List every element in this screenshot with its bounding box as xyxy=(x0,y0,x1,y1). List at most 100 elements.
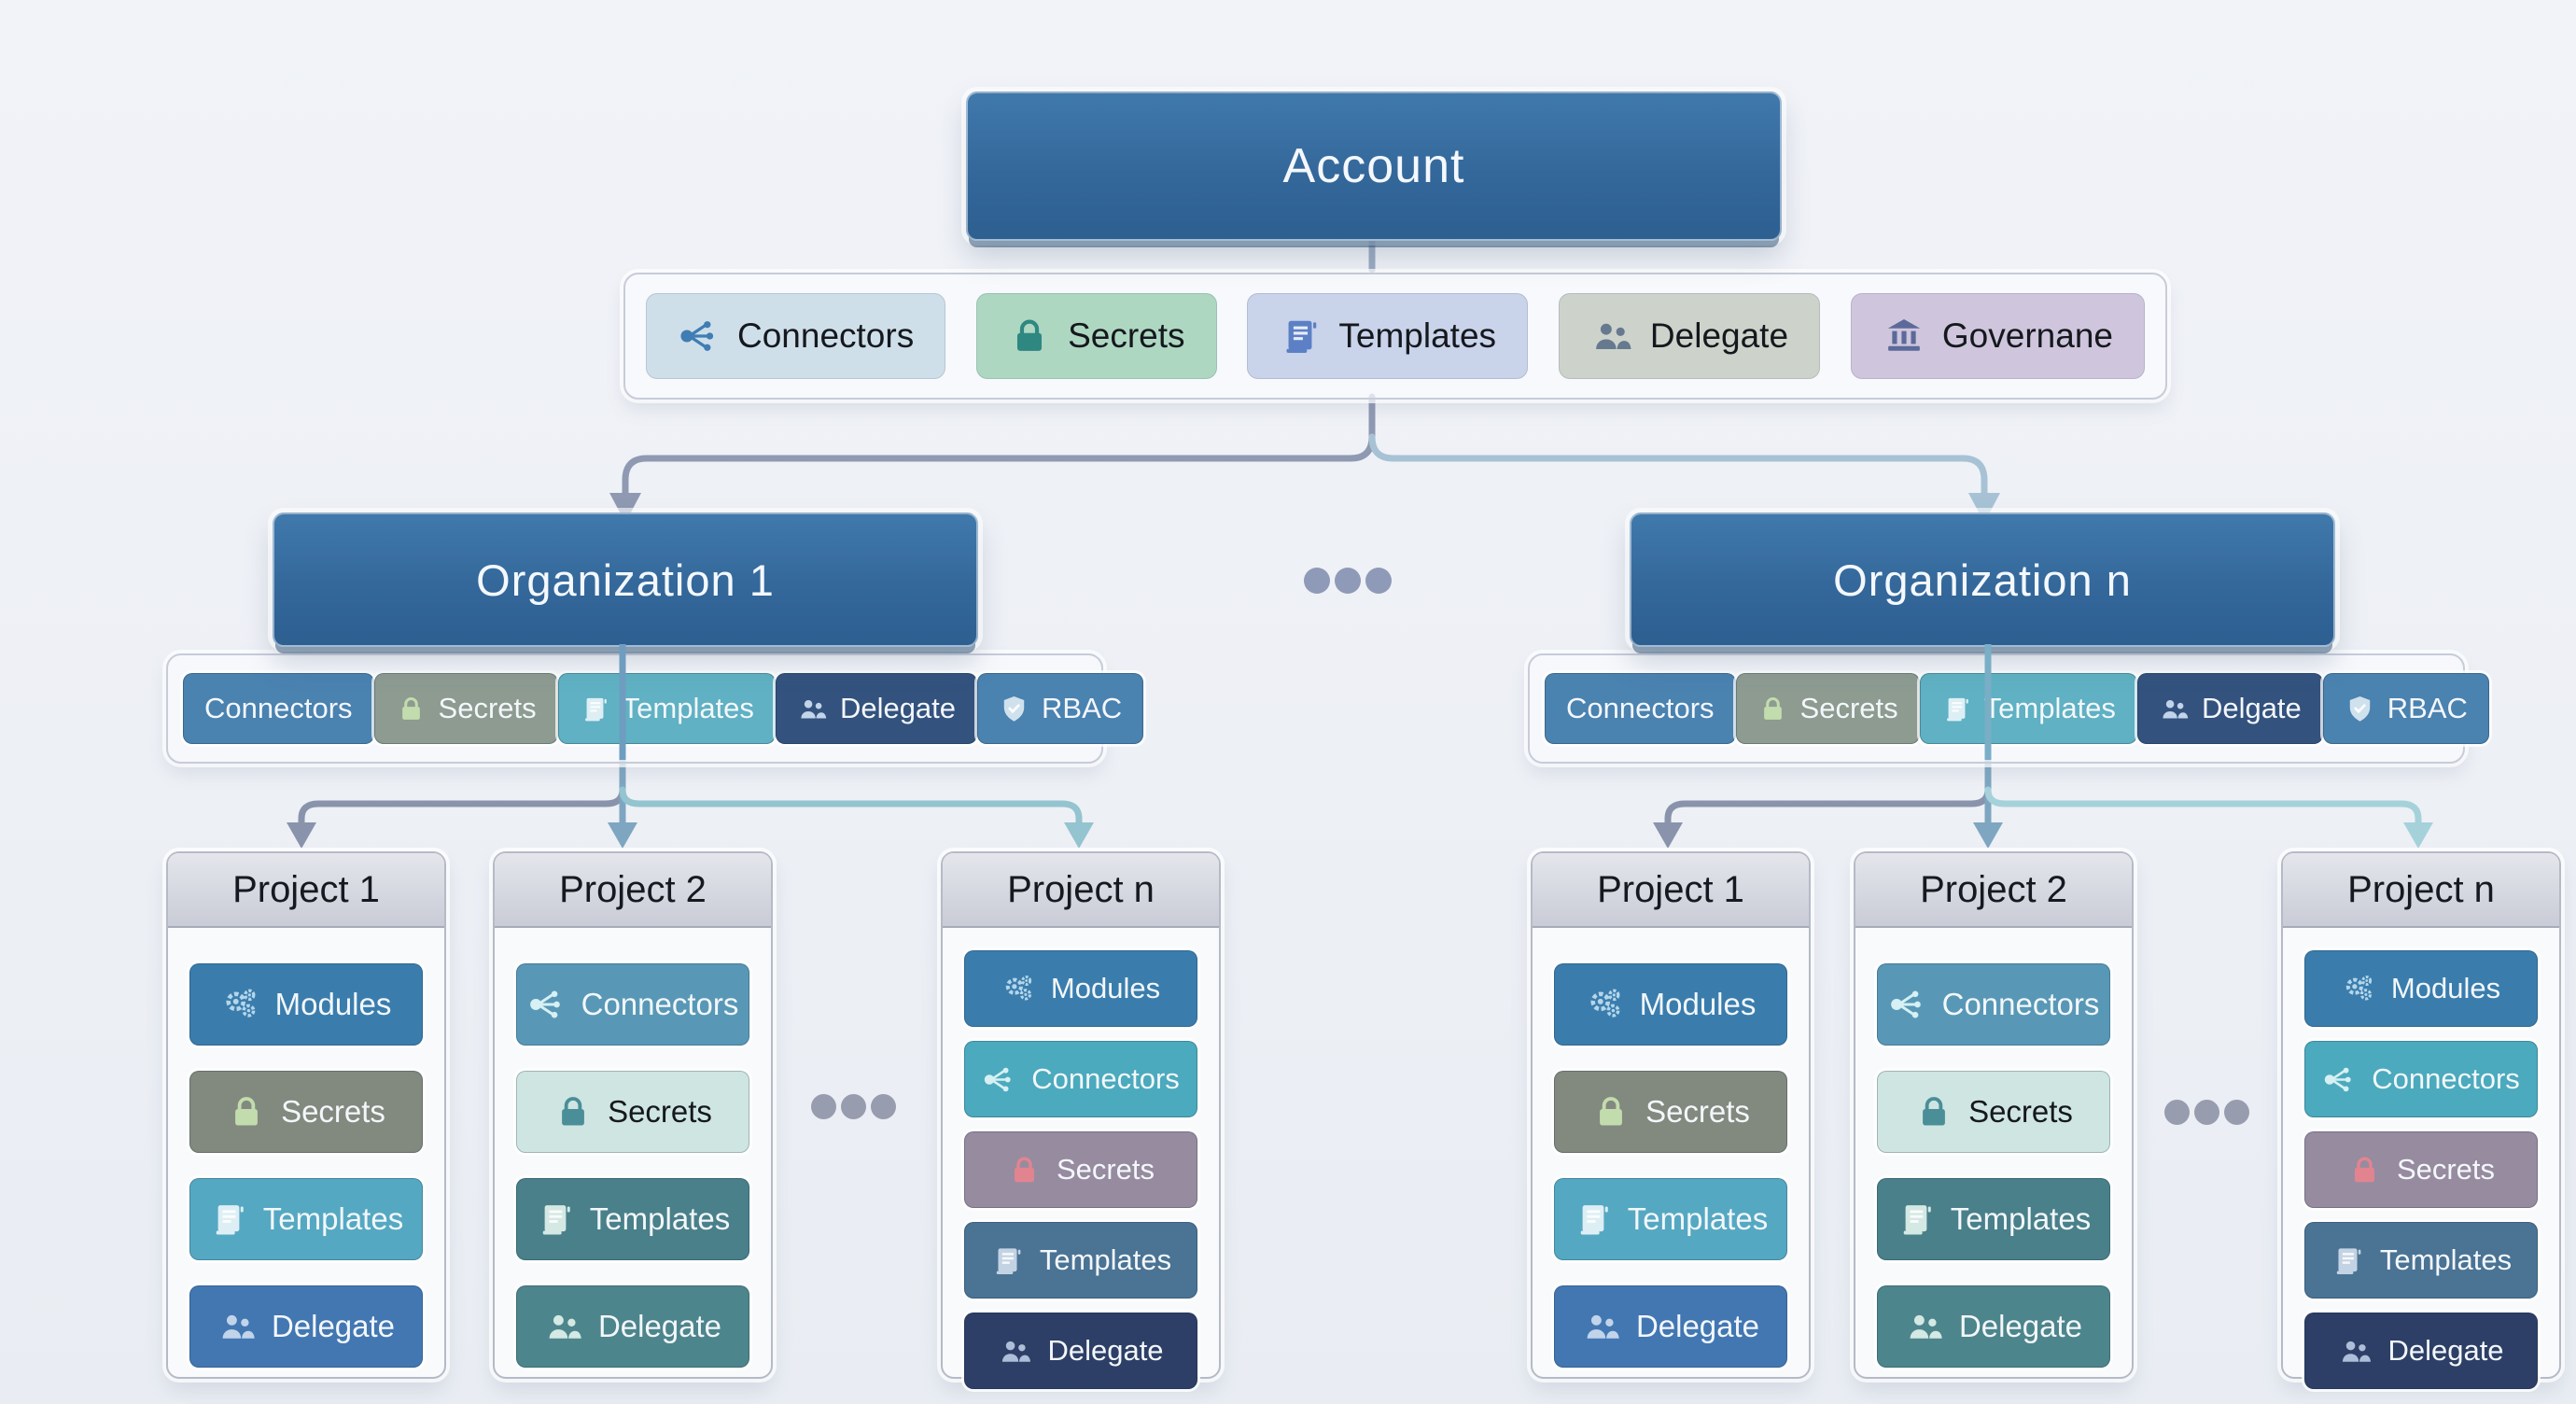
account-resources-row: Connectors Secrets Templates Delegate Go… xyxy=(623,273,2167,400)
item-label: Delegate xyxy=(2387,1334,2504,1367)
chip-label: RBAC xyxy=(2387,692,2468,724)
chip-label: Secrets xyxy=(1068,316,1185,355)
chip-connectors: Connectors xyxy=(646,293,946,379)
chip-label: Templates xyxy=(1338,316,1497,355)
project-item-delegate: Delegate xyxy=(189,1285,423,1368)
item-label: Delegate xyxy=(271,1309,396,1343)
project-title: Project 2 xyxy=(495,853,771,928)
project-card: Project n Modules Connectors Secrets Tem… xyxy=(941,851,1221,1389)
account-node: Account xyxy=(966,91,1782,241)
project-title: Project 2 xyxy=(1855,853,2132,928)
chip-delegate: Delegate xyxy=(1558,293,1821,379)
chip-label: Connectors xyxy=(204,692,353,724)
item-label: Delegate xyxy=(597,1309,722,1343)
project-title: Project n xyxy=(943,853,1219,928)
chip-delegate: Delgate xyxy=(2136,673,2323,744)
project-item-templates: Templates xyxy=(516,1178,749,1260)
project-item-connectors: Connectors xyxy=(1877,963,2110,1046)
item-label: Templates xyxy=(2379,1243,2513,1276)
project-card: Project n Modules Connectors Secrets Tem… xyxy=(2281,851,2561,1389)
chip-label: Templates xyxy=(1983,692,2116,724)
item-label: Connectors xyxy=(581,987,739,1021)
item-label: Delegate xyxy=(1635,1309,1760,1343)
chip-secrets: Secrets xyxy=(373,673,558,744)
project-item-modules: Modules xyxy=(189,963,423,1046)
project-card: Project 1 Modules Secrets Templates Dele… xyxy=(166,851,446,1379)
item-label: Secrets xyxy=(281,1094,385,1129)
project-item-templates: Templates xyxy=(964,1222,1197,1299)
organization-title: Organization n xyxy=(1833,555,2132,605)
item-label: Connectors xyxy=(2372,1062,2520,1095)
item-label: Modules xyxy=(274,987,392,1021)
item-label: Templates xyxy=(589,1201,731,1236)
project-item-connectors: Connectors xyxy=(516,963,749,1046)
chip-label: Connectors xyxy=(1566,692,1715,724)
project-title: Project n xyxy=(2283,853,2559,928)
chip-secrets: Secrets xyxy=(976,293,1217,379)
project-item-modules: Modules xyxy=(2304,950,2538,1027)
organization-n-node: Organization n xyxy=(1630,512,2335,647)
project-item-connectors: Connectors xyxy=(2304,1041,2538,1117)
project-item-delegate: Delegate xyxy=(2304,1313,2538,1389)
projects-ellipsis-icon xyxy=(2164,1100,2249,1125)
project-title: Project 1 xyxy=(168,853,444,928)
project-card: Project 1 Modules Secrets Templates Dele… xyxy=(1531,851,1811,1379)
chip-label: Templates xyxy=(622,692,754,724)
project-item-delegate: Delegate xyxy=(516,1285,749,1368)
organization-n-resources-row: Connectors Secrets Templates Delgate RBA… xyxy=(1528,653,2489,764)
chip-connectors: Connectors xyxy=(1545,673,1736,744)
account-title: Account xyxy=(1282,139,1465,193)
chip-label: Connectors xyxy=(737,316,915,355)
project-title: Project 1 xyxy=(1533,853,1809,928)
organizations-ellipsis-icon xyxy=(1304,568,1392,594)
item-label: Connectors xyxy=(1031,1062,1180,1095)
project-item-templates: Templates xyxy=(1877,1178,2110,1260)
chip-templates: Templates xyxy=(1919,673,2137,744)
chip-label: Governane xyxy=(1941,316,2113,355)
chip-connectors: Connectors xyxy=(183,673,374,744)
projects-ellipsis-icon xyxy=(811,1094,896,1119)
item-label: Secrets xyxy=(2396,1153,2496,1186)
item-label: Templates xyxy=(1950,1201,2092,1236)
chip-rbac: RBAC xyxy=(977,673,1144,744)
project-item-templates: Templates xyxy=(189,1178,423,1260)
project-item-connectors: Connectors xyxy=(964,1041,1197,1117)
organization-title: Organization 1 xyxy=(476,555,775,605)
item-label: Delegate xyxy=(1047,1334,1164,1367)
organization-1-node: Organization 1 xyxy=(273,512,978,647)
project-item-secrets: Secrets xyxy=(1877,1071,2110,1153)
chip-rbac: RBAC xyxy=(2322,673,2489,744)
chip-label: Delegate xyxy=(1649,316,1789,355)
project-item-secrets: Secrets xyxy=(964,1131,1197,1208)
project-item-modules: Modules xyxy=(1554,963,1787,1046)
chip-governance: Governane xyxy=(1850,293,2145,379)
item-label: Templates xyxy=(262,1201,404,1236)
item-label: Secrets xyxy=(1968,1094,2073,1129)
item-label: Modules xyxy=(2390,972,2501,1004)
chip-delegate: Delegate xyxy=(775,673,978,744)
item-label: Secrets xyxy=(1645,1094,1750,1129)
chip-label: Delegate xyxy=(839,692,957,724)
item-label: Modules xyxy=(1639,987,1757,1021)
project-item-secrets: Secrets xyxy=(189,1071,423,1153)
chip-templates: Templates xyxy=(557,673,776,744)
project-item-secrets: Secrets xyxy=(1554,1071,1787,1153)
project-item-secrets: Secrets xyxy=(516,1071,749,1153)
project-item-delegate: Delegate xyxy=(1554,1285,1787,1368)
project-item-templates: Templates xyxy=(1554,1178,1787,1260)
item-label: Templates xyxy=(1627,1201,1769,1236)
item-label: Delegate xyxy=(1958,1309,2083,1343)
chip-label: RBAC xyxy=(1042,692,1123,724)
chip-templates: Templates xyxy=(1247,293,1529,379)
project-card: Project 2 Connectors Secrets Templates D… xyxy=(1854,851,2134,1379)
item-label: Templates xyxy=(1039,1243,1172,1276)
project-item-delegate: Delegate xyxy=(1877,1285,2110,1368)
chip-label: Secrets xyxy=(438,692,537,724)
project-item-templates: Templates xyxy=(2304,1222,2538,1299)
organization-1-resources-row: Connectors Secrets Templates Delegate RB… xyxy=(166,653,1144,764)
project-card: Project 2 Connectors Secrets Templates D… xyxy=(493,851,773,1379)
item-label: Modules xyxy=(1050,972,1161,1004)
item-label: Secrets xyxy=(608,1094,712,1129)
